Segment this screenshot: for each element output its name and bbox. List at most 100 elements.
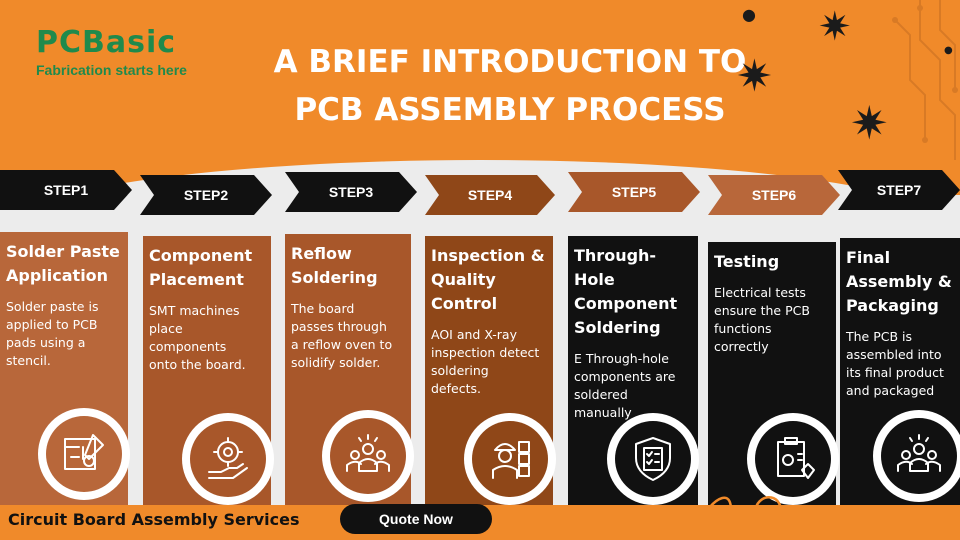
- step-description-line: inspection detect: [431, 345, 540, 360]
- step-title-line: Component: [149, 246, 253, 265]
- step-title-line: Through-Hole: [574, 246, 657, 289]
- step-arrow: STEP4: [425, 175, 555, 215]
- step-description-line: place: [149, 321, 183, 336]
- step-title: Testing: [714, 250, 830, 274]
- logo-wordmark: PCBasic: [36, 25, 177, 60]
- step-label: STEP1: [43, 182, 89, 198]
- page-title: A BRIEF INTRODUCTION TO PCB ASSEMBLY PRO…: [250, 38, 770, 134]
- step-description-line: onto the board.: [149, 357, 246, 372]
- step-description-line: The board: [291, 301, 355, 316]
- step-description-line: ensure the PCB: [714, 303, 810, 318]
- step-description-line: stencil.: [6, 353, 51, 368]
- step-description: AOI and X-ray inspection detect soldering d…: [431, 326, 547, 398]
- step-description-line: correctly: [714, 339, 769, 354]
- step-label: STEP2: [183, 187, 229, 203]
- step-arrow: STEP6: [708, 175, 840, 215]
- step-title-line: Final: [846, 248, 891, 267]
- inspector-boxes-icon: [472, 421, 548, 497]
- circuit-trace-decoration: [892, 0, 958, 160]
- step-title-line: Testing: [714, 252, 780, 271]
- star-burst-icon: ✷: [850, 96, 889, 150]
- step-description: The board passes through a reflow oven to s…: [291, 300, 405, 372]
- step-label: STEP3: [328, 184, 374, 200]
- step-description-line: manually: [574, 405, 632, 420]
- step-label: STEP7: [876, 182, 922, 198]
- step-description-line: components are: [574, 369, 676, 384]
- step-description-line: functions: [714, 321, 772, 336]
- title-line-2: PCB ASSEMBLY PROCESS: [294, 92, 726, 128]
- step-arrow: STEP5: [568, 172, 700, 212]
- step-description-line: SMT machines: [149, 303, 240, 318]
- step-icon-ring: [747, 413, 839, 505]
- step-description-line: solidify solder.: [291, 355, 381, 370]
- step-description-line: passes through: [291, 319, 387, 334]
- step-title-line: Solder Paste: [6, 242, 120, 261]
- step-description: E Through-hole components are soldered manu…: [574, 350, 692, 422]
- step-description-line: soldering: [431, 363, 489, 378]
- step-label: STEP4: [467, 187, 513, 203]
- step-title-line: Soldering: [291, 268, 378, 287]
- team-group-icon: [330, 418, 406, 494]
- shield-checklist-icon: [615, 421, 691, 497]
- logo-tagline: Fabrication starts here: [36, 62, 187, 78]
- step-description-line: applied to PCB: [6, 317, 98, 332]
- step-title-line: Inspection &: [431, 246, 545, 265]
- step-label: STEP5: [611, 184, 657, 200]
- step-title-line: Assembly &: [846, 272, 952, 291]
- step-title-line: Placement: [149, 270, 244, 289]
- step-description-line: E Through-hole: [574, 351, 669, 366]
- hand-gear-person-icon: [190, 421, 266, 497]
- step-title-line: Reflow: [291, 244, 352, 263]
- star-burst-icon: ✷: [736, 51, 773, 102]
- step-arrow: STEP2: [140, 175, 272, 215]
- step-title-line: Application: [6, 266, 109, 285]
- step-icon-ring: [322, 410, 414, 502]
- step-description-line: soldered: [574, 387, 628, 402]
- step-description: The PCB is assembled into its final produc…: [846, 328, 954, 400]
- step-description-line: a reflow oven to: [291, 337, 393, 352]
- step-title-line: Quality: [431, 270, 496, 289]
- step-arrow: STEP3: [285, 172, 417, 212]
- step-arrow: STEP1: [0, 170, 132, 210]
- brand-logo[interactable]: PCBasic Fabrication starts here: [36, 25, 187, 79]
- step-icon-ring: [38, 408, 130, 500]
- step-description-line: defects.: [431, 381, 481, 396]
- title-line-1: A BRIEF INTRODUCTION TO: [273, 44, 747, 80]
- step-description-line: assembled into: [846, 347, 942, 362]
- step-icon-ring: [873, 410, 960, 502]
- step-description-line: AOI and X-ray: [431, 327, 517, 342]
- quote-now-button[interactable]: Quote Now: [340, 504, 492, 534]
- blueprint-pen-icon: [46, 416, 122, 492]
- step-description-line: The PCB is: [846, 329, 913, 344]
- step-icon-ring: [607, 413, 699, 505]
- step-description-line: components: [149, 339, 227, 354]
- step-description: Solder paste is applied to PCB pads using …: [6, 298, 122, 370]
- step-label: STEP6: [751, 187, 797, 203]
- step-description-line: pads using a: [6, 335, 86, 350]
- step-title-line: Soldering: [574, 318, 661, 337]
- step-arrow: STEP7: [838, 170, 960, 210]
- step-description-line: Solder paste is: [6, 299, 99, 314]
- dot-icon: ●: [742, 5, 756, 24]
- dot-icon: ●: [944, 45, 953, 56]
- step-icon-ring: [464, 413, 556, 505]
- step-description: Electrical tests ensure the PCB functions c…: [714, 284, 830, 356]
- star-burst-icon: ✷: [818, 4, 852, 50]
- step-title-line: Component: [574, 294, 678, 313]
- step-description-line: its final product: [846, 365, 944, 380]
- step-title-line: Packaging: [846, 296, 939, 315]
- step-title-line: Control: [431, 294, 498, 313]
- step-icon-ring: [182, 413, 274, 505]
- step-description-line: and packaged: [846, 383, 935, 398]
- step-description: SMT machines place components onto the boar…: [149, 302, 265, 374]
- team-group-icon: [881, 418, 957, 494]
- clipboard-gear-icon: [755, 421, 831, 497]
- footer-services-text: Circuit Board Assembly Services: [8, 510, 300, 529]
- step-description-line: Electrical tests: [714, 285, 806, 300]
